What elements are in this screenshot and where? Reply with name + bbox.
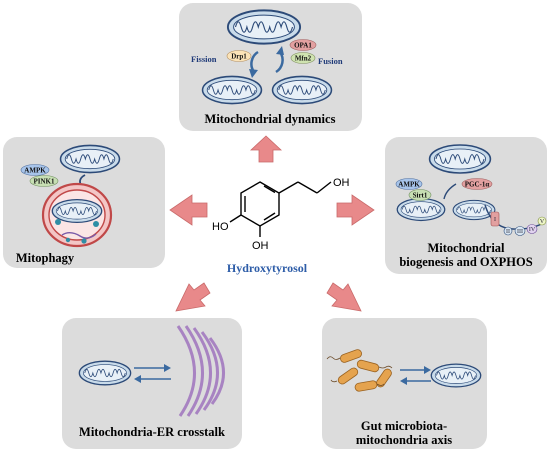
complex-i-label: I xyxy=(494,217,496,223)
panel-title: Mitophagy xyxy=(16,251,75,265)
bacteria-flagella xyxy=(326,356,393,386)
arrow-down-right xyxy=(326,282,362,312)
arrow-down-left xyxy=(175,282,211,312)
panel-gut-axis: Gut microbiota- mitochondria axis xyxy=(322,318,487,449)
panel-mitochondria-er: Mitochondria-ER crosstalk xyxy=(62,318,242,449)
panel-title: Mitochondrial dynamics xyxy=(205,112,336,126)
ho-left-label: HO xyxy=(212,221,229,233)
arrow-right xyxy=(336,194,375,226)
mfn2-label: Mfn2 xyxy=(295,55,312,63)
autophagosome-icon xyxy=(41,182,113,248)
mitochondrion-icon xyxy=(396,197,446,222)
complex-iv xyxy=(526,224,538,234)
sirt1-tag xyxy=(408,189,432,201)
opa1-tag xyxy=(289,39,317,51)
drp1-label: Drp1 xyxy=(231,53,247,61)
drp1-tag xyxy=(226,50,252,62)
ethyl-bond-2 xyxy=(297,181,318,194)
fission-label: Fission xyxy=(191,54,217,64)
arrows xyxy=(169,135,375,312)
fusion-label: Fusion xyxy=(318,56,343,66)
mitochondrion-icon xyxy=(226,9,302,45)
complex-v-label: V xyxy=(540,219,545,225)
mitochondrion-icon xyxy=(78,360,132,386)
ampk-tag xyxy=(20,164,50,176)
pink1-tag xyxy=(29,175,59,187)
mitochondrion-icon xyxy=(430,363,482,388)
panel-title-line-1: Gut microbiota- xyxy=(361,419,447,433)
mitochondrion-icon xyxy=(428,144,492,174)
pgc1a-tag xyxy=(461,178,493,190)
panel-title: Mitochondria-ER crosstalk xyxy=(79,425,225,439)
oh-top-label: OH xyxy=(333,177,350,189)
ampk-label: AMPK xyxy=(24,167,46,175)
pgc1a-arrow xyxy=(443,183,457,200)
ampk-tag xyxy=(395,178,423,190)
benzene-ring xyxy=(240,181,280,227)
panel-biogenesis-oxphos: AMPK Sirt1 PGC-1α I II III IV V Mitochon… xyxy=(385,137,547,274)
compound-name: Hydroxytyrosol xyxy=(227,261,308,275)
exchange-arrows-icon xyxy=(400,366,431,385)
sirt1-label: Sirt1 xyxy=(413,192,428,200)
arrow-left xyxy=(169,194,208,226)
complex-iv-label: IV xyxy=(529,227,536,233)
pgc1a-label: PGC-1α xyxy=(465,181,490,189)
mitochondrion-icon xyxy=(452,199,496,221)
membrane-curve xyxy=(484,204,546,230)
panel-title-line-1: Mitochondrial xyxy=(427,241,505,255)
ethyl-bond-1 xyxy=(278,181,299,194)
panel-mitophagy: AMPK PINK1 Mitophagy xyxy=(3,137,165,268)
mitochondrion-icon xyxy=(59,144,121,174)
complex-v xyxy=(537,216,547,226)
opa1-label: OPA1 xyxy=(294,42,312,50)
hydroxytyrosol-structure xyxy=(229,181,332,237)
oxphos-complexes: I II III IV V xyxy=(490,211,547,236)
panel-background xyxy=(62,318,242,449)
mitochondrion-icon xyxy=(201,75,263,105)
arrow-up xyxy=(249,135,283,163)
oh-bottom-label: OH xyxy=(252,240,269,252)
panel-title-line-2: mitochondria axis xyxy=(356,433,452,447)
cycle-arrowhead xyxy=(249,69,258,78)
mitochondrion-icon xyxy=(271,75,333,105)
ampk-label: AMPK xyxy=(398,181,420,189)
complex-ii xyxy=(503,226,513,236)
cycle-arrowhead xyxy=(276,46,284,55)
er-icon xyxy=(176,325,225,417)
panel-title-line-2: biogenesis and OXPHOS xyxy=(399,255,532,269)
complex-i xyxy=(490,211,500,227)
complex-iii xyxy=(514,226,526,236)
exchange-arrows-icon xyxy=(134,364,171,383)
bacteria-icon xyxy=(337,349,392,392)
ho-bond xyxy=(229,214,242,223)
mfn2-tag xyxy=(290,52,316,64)
complex-iii-label: III xyxy=(517,229,523,235)
ethyl-bond-3 xyxy=(316,181,332,194)
complex-ii-label: II xyxy=(506,229,510,235)
panel-mitochondrial-dynamics: Fission Fusion Drp1 OPA1 Mfn2 Mitochondr… xyxy=(179,3,362,131)
pink1-label: PINK1 xyxy=(34,178,56,186)
